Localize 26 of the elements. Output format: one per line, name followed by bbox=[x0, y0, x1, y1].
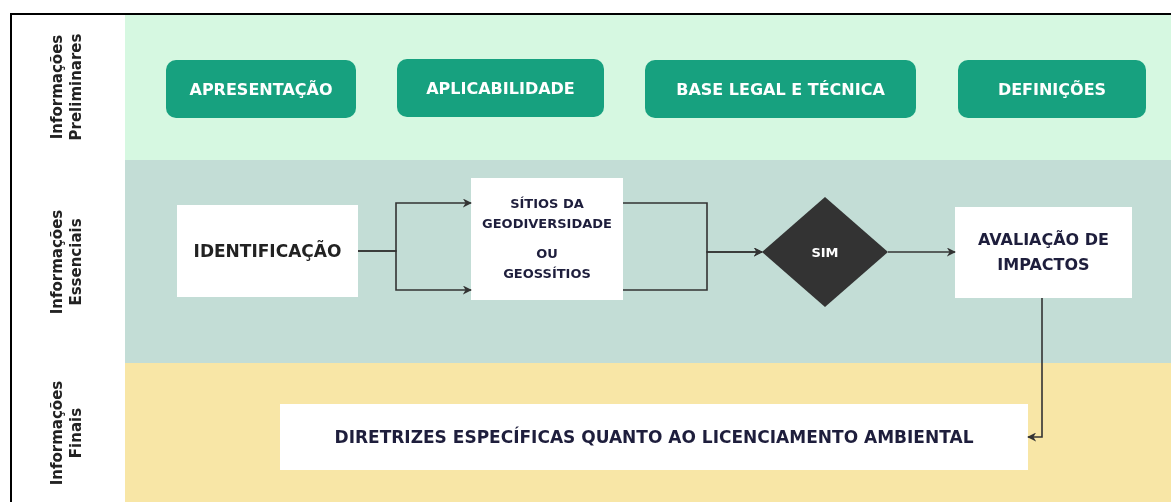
arrow bbox=[622, 247, 763, 291]
section-box bbox=[397, 59, 604, 117]
box-label: OU GEOSSÍTIOS bbox=[502, 245, 592, 284]
box-label: IDENTIFICAÇÃO bbox=[192, 239, 343, 263]
box-label: DIRETRIZES ESPECÍFICAS QUANTO AO LICENCIAMENTO AMBIENTAL bbox=[333, 425, 975, 449]
box-label: SÍTIOS DA GEODIVERSIDADE bbox=[481, 194, 613, 233]
lane-label: Informações Preliminares bbox=[47, 32, 86, 142]
box-label: AVALIAÇÃO DE IMPACTOS bbox=[977, 228, 1110, 276]
process-box bbox=[177, 205, 358, 297]
lane-label: Informações Essenciais bbox=[47, 208, 86, 316]
box-label: DEFINIÇÕES bbox=[997, 79, 1107, 99]
section-box bbox=[645, 60, 916, 118]
arrow bbox=[887, 247, 956, 257]
arrow bbox=[357, 250, 472, 295]
lane-label: Informações Finais bbox=[47, 379, 86, 487]
decision-label: SIM bbox=[811, 244, 839, 260]
process-box bbox=[471, 178, 623, 300]
decision-diamond bbox=[762, 197, 888, 307]
process-box bbox=[280, 404, 1028, 470]
arrow bbox=[1027, 297, 1043, 442]
process-box bbox=[955, 207, 1132, 298]
section-box bbox=[166, 60, 356, 118]
section-box bbox=[958, 60, 1146, 118]
box-label: BASE LEGAL E TÉCNICA bbox=[676, 79, 885, 99]
box-label: APLICABILIDADE bbox=[426, 78, 575, 98]
box-label: APRESENTAÇÃO bbox=[189, 79, 333, 99]
